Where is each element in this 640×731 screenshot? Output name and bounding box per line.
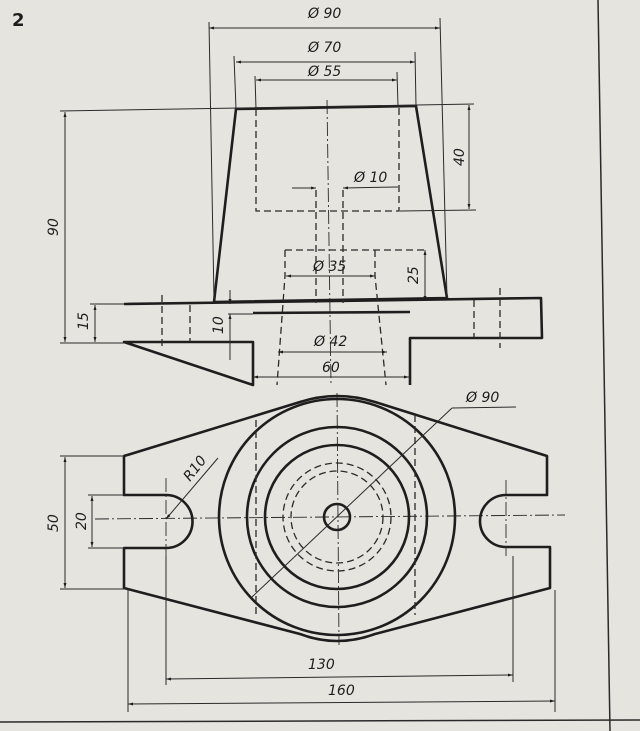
dim-130: 130 bbox=[308, 657, 335, 673]
dim-15: 15 bbox=[76, 312, 92, 330]
flange bbox=[122, 296, 544, 387]
dim-r10: R10 bbox=[181, 453, 211, 485]
outer-circle bbox=[217, 397, 457, 637]
dim-10: 10 bbox=[211, 316, 227, 334]
dim-d42: Ø 42 bbox=[313, 334, 347, 350]
figure-number: 2 bbox=[12, 10, 25, 31]
dim-d90-top: Ø 90 bbox=[307, 6, 341, 22]
dim-d35: Ø 35 bbox=[312, 259, 346, 275]
dim-50: 50 bbox=[46, 514, 62, 532]
dim-160: 160 bbox=[328, 683, 355, 699]
dim-d90-plan: Ø 90 bbox=[465, 390, 499, 406]
dim-40: 40 bbox=[452, 148, 468, 166]
front-view: Ø 90 Ø 70 Ø 55 Ø 10 Ø 35 Ø 42 60 90 40 2… bbox=[46, 6, 544, 387]
dim-d55: Ø 55 bbox=[307, 64, 341, 80]
base-plate-outline bbox=[122, 394, 552, 643]
top-view: Ø 90 R10 50 20 130 160 bbox=[46, 390, 566, 712]
dim-20: 20 bbox=[74, 512, 90, 530]
dim-d10: Ø 10 bbox=[353, 170, 387, 186]
dim-d70: Ø 70 bbox=[307, 40, 341, 56]
dim-90-height: 90 bbox=[46, 218, 62, 236]
dim-60: 60 bbox=[322, 360, 340, 376]
frame-border-bottom bbox=[0, 719, 640, 723]
frame-border bbox=[597, 0, 611, 731]
dim-25: 25 bbox=[406, 266, 422, 284]
center-hole bbox=[322, 502, 352, 532]
